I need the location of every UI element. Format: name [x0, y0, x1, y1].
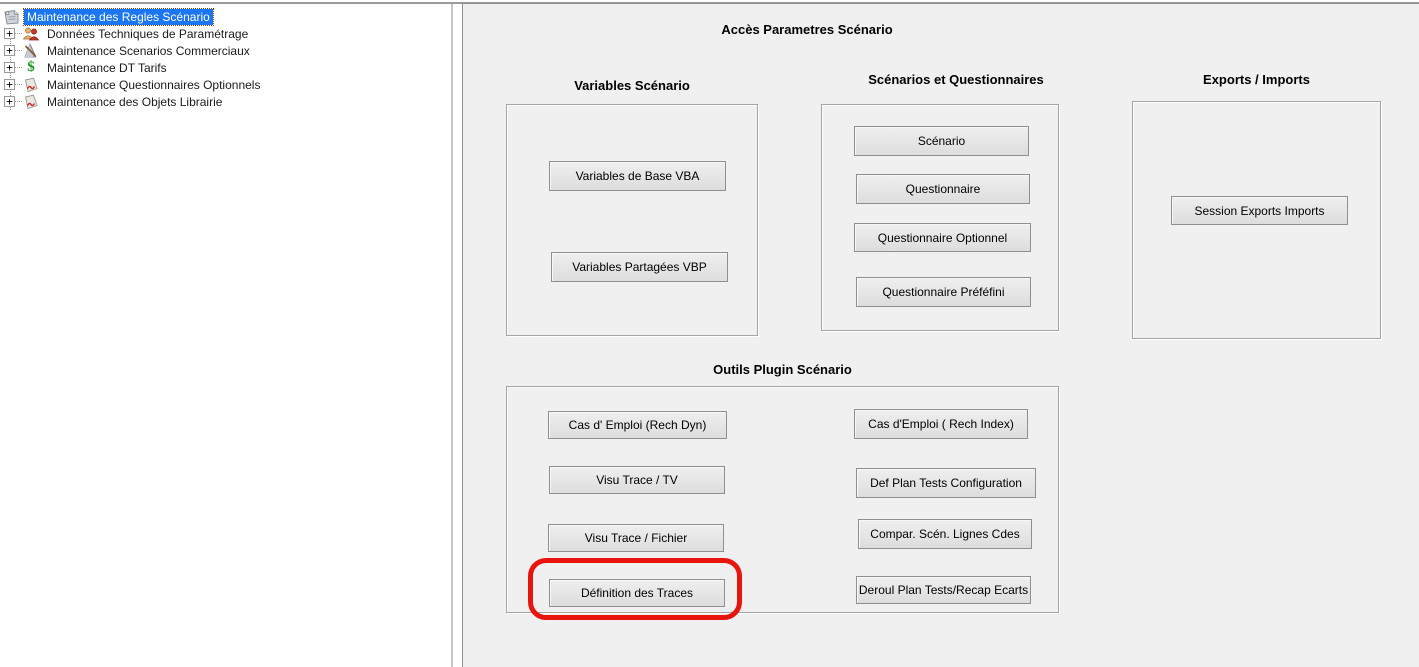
- tree-item-objets-librairie[interactable]: + Maintenance des Objets Librairie: [2, 93, 442, 110]
- dollar-icon: $: [27, 59, 35, 75]
- people-icon: [22, 26, 40, 42]
- group-title-scenarios-questionnaires: Scénarios et Questionnaires: [868, 72, 1044, 87]
- cas-emploi-rech-index-button[interactable]: Cas d'Emploi ( Rech Index): [854, 409, 1028, 439]
- group-box-exports-imports: [1132, 101, 1381, 339]
- definition-des-traces-button[interactable]: Définition des Traces: [549, 579, 725, 607]
- group-box-outils-plugin: [506, 386, 1059, 613]
- questionnaire-button[interactable]: Questionnaire: [856, 174, 1030, 204]
- expand-plus-icon[interactable]: +: [4, 96, 15, 107]
- session-exports-imports-button[interactable]: Session Exports Imports: [1171, 196, 1348, 225]
- questionnaire-prefefini-button[interactable]: Questionnaire Préféfini: [856, 277, 1031, 307]
- tree-item-scenarios-commerciaux[interactable]: + Maintenance Scenarios Commerciaux: [2, 42, 442, 59]
- signed-document-icon: [22, 77, 40, 93]
- tree-connector: [15, 101, 22, 102]
- questionnaire-optionnel-button[interactable]: Questionnaire Optionnel: [854, 223, 1031, 252]
- def-plan-tests-configuration-button[interactable]: Def Plan Tests Configuration: [856, 468, 1036, 498]
- tree-item-label[interactable]: Maintenance Questionnaires Optionnels: [47, 77, 261, 92]
- group-box-variables-scenario: [506, 104, 758, 336]
- tree-item-dt-tarifs[interactable]: + $ Maintenance DT Tarifs: [2, 59, 442, 76]
- expand-plus-icon[interactable]: +: [4, 62, 15, 73]
- tree-connector: [15, 67, 22, 68]
- group-title-exports-imports: Exports / Imports: [1203, 72, 1310, 87]
- tree-connector: [15, 33, 22, 34]
- group-title-variables-scenario: Variables Scénario: [574, 78, 690, 93]
- tree-connector: [15, 84, 22, 85]
- expand-plus-icon[interactable]: +: [4, 28, 15, 39]
- tree-item-questionnaires-optionnels[interactable]: + Maintenance Questionnaires Optionnels: [2, 76, 442, 93]
- navigation-tree-panel: Maintenance des Regles Scénario + Donnée…: [0, 4, 453, 667]
- variables-partagees-vbp-button[interactable]: Variables Partagées VBP: [551, 252, 728, 282]
- scenario-button[interactable]: Scénario: [854, 126, 1029, 156]
- tree-item-label[interactable]: Données Techniques de Paramétrage: [47, 26, 249, 41]
- signed-document-icon: [22, 94, 40, 110]
- navigation-tree: Maintenance des Regles Scénario + Donnée…: [2, 7, 442, 110]
- tree-item-donnees-techniques[interactable]: + Données Techniques de Paramétrage: [2, 25, 442, 42]
- form-title: Accès Parametres Scénario: [721, 22, 893, 37]
- tree-item-label[interactable]: Maintenance des Objets Librairie: [47, 94, 223, 109]
- parameters-form-panel: Accès Parametres Scénario Variables Scén…: [462, 3, 1419, 667]
- visu-trace-tv-button[interactable]: Visu Trace / TV: [549, 466, 725, 494]
- wand-icon: [22, 42, 40, 59]
- variables-de-base-vba-button[interactable]: Variables de Base VBA: [549, 161, 726, 191]
- tree-item-label[interactable]: Maintenance Scenarios Commerciaux: [47, 43, 250, 58]
- tree-item-label[interactable]: Maintenance des Regles Scénario: [23, 7, 214, 26]
- group-title-outils-plugin: Outils Plugin Scénario: [713, 362, 852, 377]
- expand-plus-icon[interactable]: +: [4, 45, 15, 56]
- group-box-scenarios-questionnaires: [821, 104, 1059, 331]
- tree-item-label[interactable]: Maintenance DT Tarifs: [47, 60, 167, 75]
- compar-scen-lignes-cdes-button[interactable]: Compar. Scén. Lignes Cdes: [858, 519, 1032, 549]
- expand-plus-icon[interactable]: +: [4, 79, 15, 90]
- tree-item-regles-scenario[interactable]: Maintenance des Regles Scénario: [2, 7, 442, 26]
- notebook-icon: [2, 9, 20, 25]
- deroul-plan-tests-recap-ecarts-button[interactable]: Deroul Plan Tests/Recap Ecarts: [856, 576, 1031, 604]
- cas-emploi-rech-dyn-button[interactable]: Cas d' Emploi (Rech Dyn): [548, 411, 727, 439]
- tree-connector: [15, 50, 22, 51]
- visu-trace-fichier-button[interactable]: Visu Trace / Fichier: [548, 524, 724, 552]
